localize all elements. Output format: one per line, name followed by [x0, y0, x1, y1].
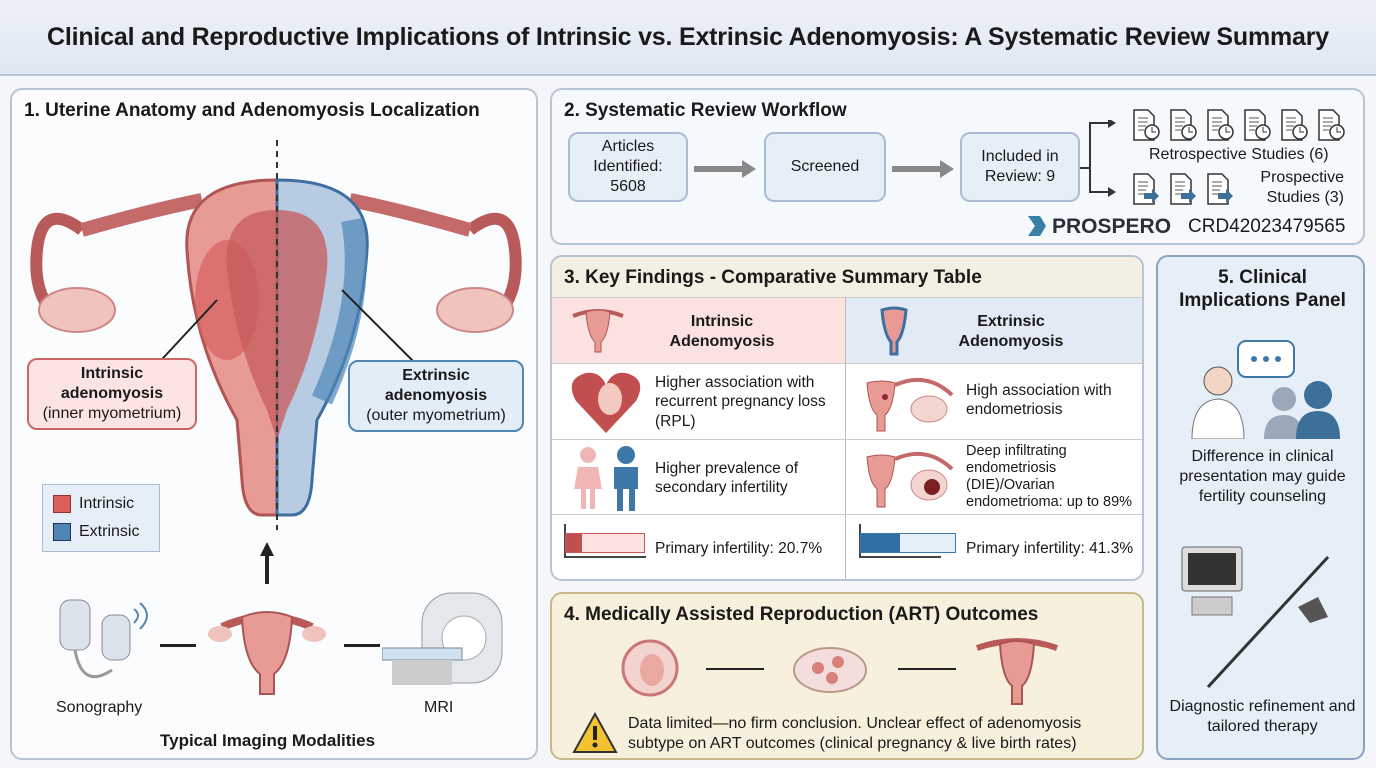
children-icon: [574, 446, 638, 511]
petri-dish-icon: [793, 647, 867, 693]
ultrasound-laparoscope-icon: [1181, 546, 1330, 689]
extrinsic-row1: High association with endometriosis: [966, 382, 1112, 419]
art-arrow: [706, 668, 764, 670]
legend-extrinsic: Extrinsic: [53, 523, 139, 541]
extrinsic-sub: (outer myometrium): [366, 407, 506, 424]
panel-title: 5. Clinical Implications Panel: [1179, 267, 1346, 311]
prospective-doc-icons: [1132, 172, 1234, 206]
endometrioma-icon: [866, 451, 954, 508]
mri-arrow: [344, 644, 380, 647]
arrow: [694, 160, 756, 178]
clinical-panel: 5. Clinical Implications Panel Differenc…: [1156, 255, 1365, 760]
intrinsic-header-label: Intrinsic Adenomyosis: [669, 313, 775, 350]
identified-box: Articles Identified: 5608: [568, 132, 688, 202]
intrinsic-label: Intrinsic adenomyosis: [60, 365, 164, 402]
retrospective-document-icon: [1318, 109, 1345, 141]
intrinsic-row1: Higher association with recurrent pregna…: [655, 374, 826, 430]
anatomy-panel: 1. Uterine Anatomy and Adenomyosis Local…: [10, 88, 538, 760]
header: Clinical and Reproductive Implications o…: [0, 0, 1376, 76]
intrinsic-row3: Primary infertility: 20.7%: [655, 540, 823, 557]
screened-box: Screened: [764, 132, 886, 202]
prospero-label: PROSPERO: [1052, 215, 1172, 238]
embryo-icon: [621, 639, 679, 697]
art-arrow: [898, 668, 956, 670]
intrinsic-callout: Intrinsic adenomyosis (inner myometrium): [27, 358, 197, 430]
mri-scanner-icon: [382, 592, 503, 685]
prospective-label: Prospective Studies (3): [1260, 169, 1344, 206]
retrospective-doc-icons: [1132, 108, 1345, 142]
panel-title: 2. Systematic Review Workflow: [564, 100, 847, 121]
uterus-icon: [572, 309, 624, 353]
art-note: Data limited—no firm conclusion. Unclear…: [628, 715, 1082, 752]
page-title: Clinical and Reproductive Implications o…: [47, 22, 1329, 51]
uterus-icon: [976, 638, 1058, 705]
art-panel: 4. Medically Assisted Reproduction (ART)…: [550, 592, 1144, 760]
uterus-ovary-icon: [866, 377, 954, 432]
retrospective-label: Retrospective Studies (6): [1149, 146, 1329, 163]
doctor-patient-icon: [1191, 340, 1340, 439]
small-uterus-icon: [208, 611, 326, 695]
prospero-logo-icon: [1028, 216, 1046, 236]
registration-number: CRD42023479565: [1188, 216, 1346, 237]
intrinsic-infertility-bar: [565, 533, 645, 553]
included-box: Included in Review: 9: [960, 132, 1080, 202]
retrospective-document-icon: [1281, 109, 1308, 141]
implication-1: Difference in clinical presentation may …: [1179, 448, 1346, 505]
intrinsic-sub: (inner myometrium): [42, 405, 182, 422]
extrinsic-label: Extrinsic adenomyosis: [384, 367, 488, 404]
extrinsic-row3: Primary infertility: 41.3%: [966, 540, 1134, 557]
uterus-icon: [880, 306, 908, 356]
extrinsic-header: Extrinsic Adenomyosis: [846, 297, 1142, 364]
extrinsic-infertility-bar: [860, 533, 956, 553]
up-arrow-head: [260, 542, 274, 556]
legend-intrinsic: Intrinsic: [53, 495, 134, 513]
retrospective-document-icon: [1133, 109, 1160, 141]
sono-arrow: [160, 644, 196, 647]
intrinsic-row2: Higher prevalence of secondary infertili…: [655, 460, 799, 497]
findings-panel: 3. Key Findings - Comparative Summary Ta…: [550, 255, 1144, 581]
prospective-document-icon: [1170, 173, 1196, 205]
branch-arrows: [1080, 120, 1116, 197]
workflow-panel: 2. Systematic Review Workflow Articles I…: [550, 88, 1365, 245]
retrospective-document-icon: [1207, 109, 1234, 141]
arrow: [892, 160, 954, 178]
panel-title: 1. Uterine Anatomy and Adenomyosis Local…: [24, 100, 480, 121]
imaging-title: Typical Imaging Modalities: [160, 731, 376, 750]
prospective-document-icon: [1207, 173, 1233, 205]
uterus-illustration: [30, 140, 522, 530]
panel-title: 4. Medically Assisted Reproduction (ART)…: [564, 604, 1039, 625]
mri-label: MRI: [424, 699, 454, 716]
extrinsic-callout: Extrinsic adenomyosis (outer myometrium): [348, 360, 524, 432]
intrinsic-header: Intrinsic Adenomyosis: [552, 297, 845, 364]
warning-icon: [572, 712, 618, 753]
retrospective-document-icon: [1244, 109, 1271, 141]
ultrasound-probe-icon: [59, 599, 148, 679]
broken-heart-icon: [571, 372, 641, 433]
extrinsic-row2: Deep infiltrating endometriosis (DIE)/Ov…: [966, 443, 1133, 511]
retrospective-document-icon: [1170, 109, 1197, 141]
panel-title: 3. Key Findings - Comparative Summary Ta…: [564, 267, 982, 288]
implication-2: Diagnostic refinement and tailored thera…: [1169, 698, 1356, 735]
extrinsic-header-label: Extrinsic Adenomyosis: [958, 313, 1064, 350]
up-arrow: [265, 552, 269, 584]
legend: Intrinsic Extrinsic: [42, 484, 160, 552]
sonography-label: Sonography: [56, 699, 143, 716]
prospective-document-icon: [1133, 173, 1159, 205]
